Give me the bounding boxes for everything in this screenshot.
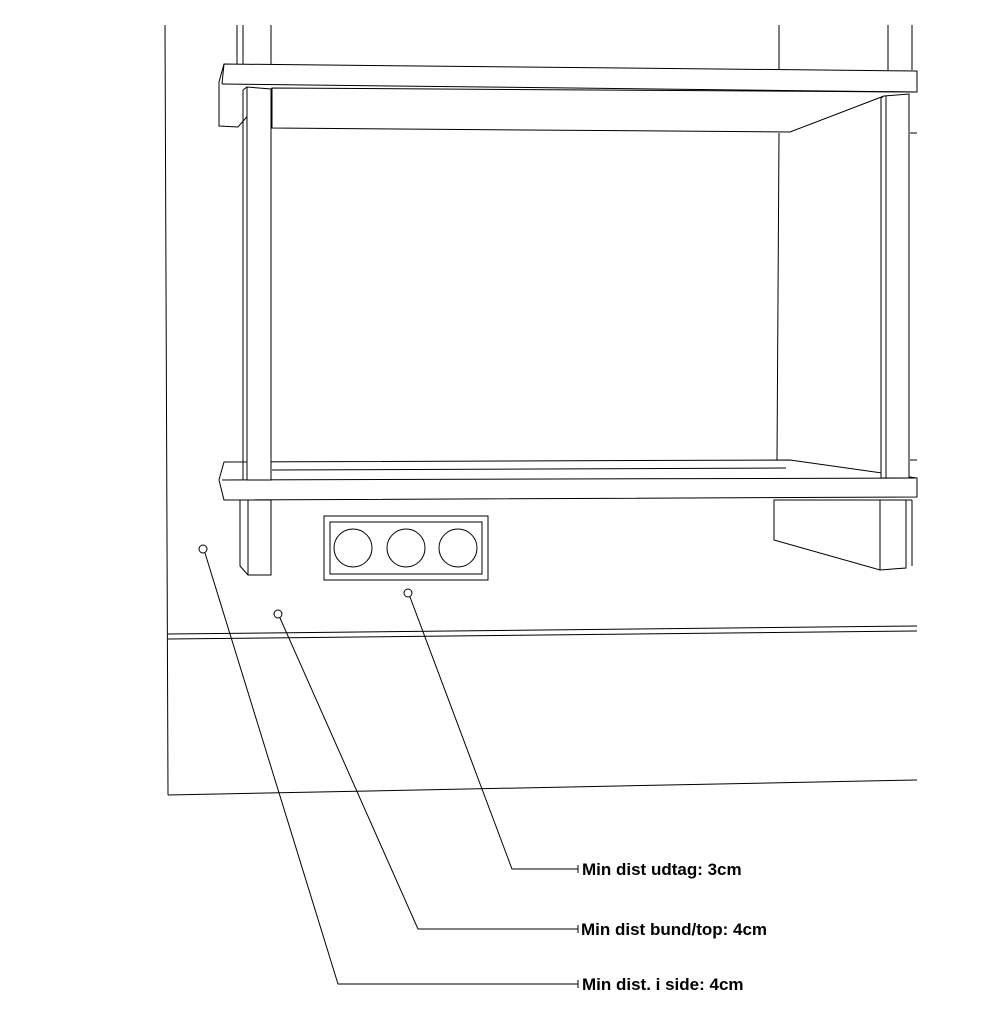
left-front-upright [239, 86, 272, 576]
callout-leaders [198, 544, 579, 988]
side-distance-label: Min dist. i side: 4cm [582, 975, 744, 994]
side-distance-marker [198, 544, 208, 554]
bottom-top-distance-label: Min dist bund/top: 4cm [581, 920, 767, 939]
socket-distance-leader [409, 596, 578, 870]
bottom-top-distance-leader [279, 617, 578, 930]
socket-distance-label: Min dist udtag: 3cm [582, 860, 742, 879]
top-shelf [218, 63, 918, 133]
socket-distance-marker [403, 588, 413, 598]
triple-power-socket-icon [323, 515, 489, 581]
bottom-shelf [218, 459, 918, 501]
bottom-top-distance-marker [273, 609, 283, 619]
side-distance-leader [204, 552, 578, 985]
callout-labels: Min dist udtag: 3cm Min dist bund/top: 4… [581, 860, 767, 994]
shelf-back-uprights [236, 25, 917, 461]
right-front-upright [773, 93, 913, 571]
wall-outline [164, 24, 918, 796]
